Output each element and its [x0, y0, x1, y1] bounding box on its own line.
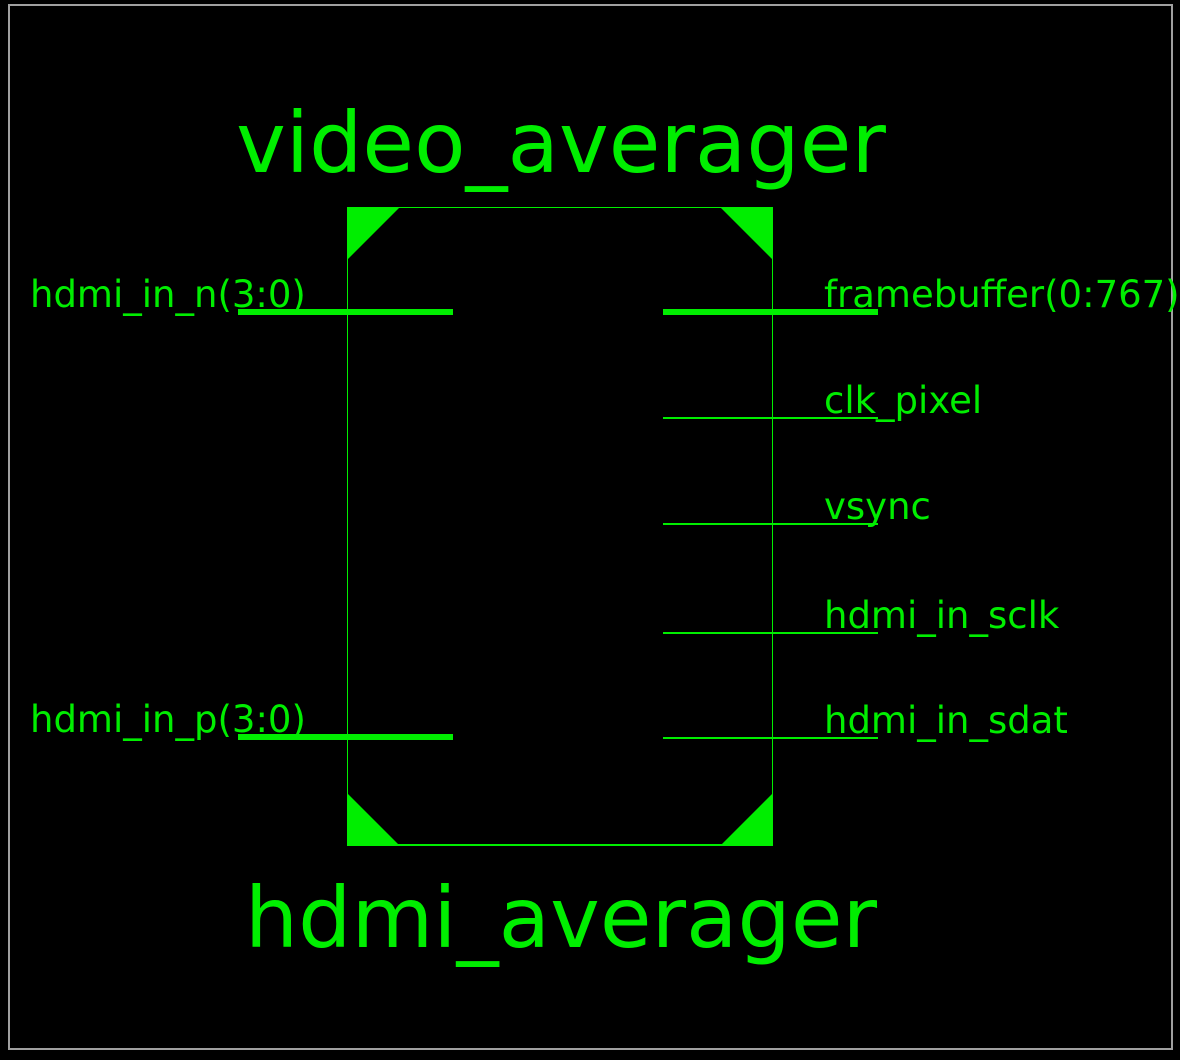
port-wire-hdmi-in-sdat[interactable] — [663, 737, 878, 739]
port-wire-vsync[interactable] — [663, 523, 878, 525]
port-wire-hdmi-in-sclk[interactable] — [663, 632, 878, 634]
block-corner-top-left-icon — [347, 208, 399, 260]
port-label-vsync[interactable]: vsync — [824, 485, 931, 528]
module-block[interactable] — [347, 207, 773, 846]
port-label-hdmi-in-sclk[interactable]: hdmi_in_sclk — [824, 594, 1060, 637]
instance-name: hdmi_averager — [244, 869, 878, 967]
port-label-clk-pixel[interactable]: clk_pixel — [824, 379, 983, 422]
block-corner-bottom-right-icon — [721, 793, 773, 845]
port-label-hdmi-in-n[interactable]: hdmi_in_n(3:0) — [30, 273, 306, 316]
port-label-hdmi-in-p[interactable]: hdmi_in_p(3:0) — [30, 698, 306, 741]
port-wire-framebuffer[interactable] — [663, 309, 878, 315]
block-corner-bottom-left-icon — [347, 793, 399, 845]
port-label-framebuffer[interactable]: framebuffer(0:767) — [824, 273, 1180, 316]
outer-frame — [8, 4, 1173, 1050]
port-wire-hdmi-in-n[interactable] — [238, 309, 453, 315]
port-wire-hdmi-in-p[interactable] — [238, 734, 453, 740]
port-label-hdmi-in-sdat[interactable]: hdmi_in_sdat — [824, 699, 1068, 742]
port-wire-clk-pixel[interactable] — [663, 417, 878, 419]
block-corner-top-right-icon — [721, 208, 773, 260]
module-title: video_averager — [236, 94, 886, 192]
